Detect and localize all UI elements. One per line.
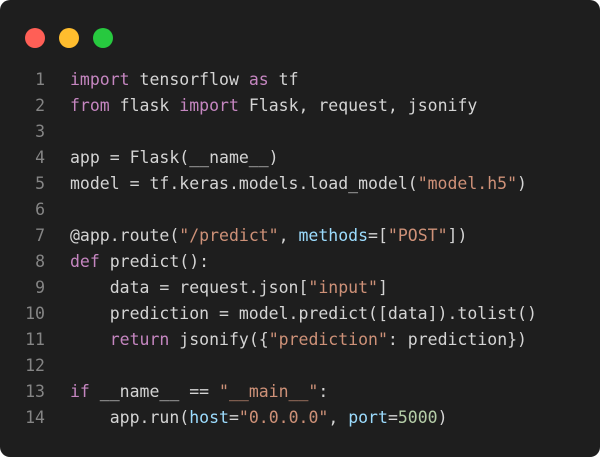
code-token: Flask, request, jsonify bbox=[238, 96, 478, 115]
code-token: 5000 bbox=[397, 408, 438, 427]
code-token bbox=[70, 330, 110, 349]
line-number: 13 bbox=[25, 382, 45, 401]
code-token: "prediction" bbox=[268, 330, 388, 349]
code-token: from bbox=[70, 96, 110, 115]
code-token: prediction = model.predict([data]).tolis… bbox=[70, 304, 537, 323]
minimize-window-icon[interactable] bbox=[59, 28, 79, 48]
code-token: jsonify({ bbox=[169, 330, 269, 349]
code-line: 14 app.run(host="0.0.0.0", port=5000) bbox=[0, 405, 600, 431]
line-number: 9 bbox=[35, 278, 45, 297]
close-window-icon[interactable] bbox=[25, 28, 45, 48]
code-token: "input" bbox=[308, 278, 378, 297]
code-token: import bbox=[179, 96, 239, 115]
line-number: 2 bbox=[35, 96, 45, 115]
code-line: 7 @app.route("/predict", methods=["POST"]… bbox=[0, 223, 600, 249]
code-token: predict(): bbox=[99, 252, 210, 271]
code-token: "model.h5" bbox=[417, 174, 518, 193]
code-text: app.run(host="0.0.0.0", port=5000) bbox=[70, 405, 448, 431]
code-text: prediction = model.predict([data]).tolis… bbox=[70, 301, 537, 327]
code-token: ]) bbox=[447, 226, 468, 245]
code-token: tensorflow bbox=[129, 70, 249, 89]
line-number: 11 bbox=[25, 330, 45, 349]
line-number: 14 bbox=[25, 408, 45, 427]
code-token: "POST" bbox=[387, 226, 448, 245]
code-token: __name__ == bbox=[89, 382, 220, 401]
code-text: model = tf.keras.models.load_model("mode… bbox=[70, 171, 527, 197]
code-token: app = Flask(__name__) bbox=[70, 148, 279, 167]
code-token: import bbox=[70, 70, 130, 89]
code-token: @app.route( bbox=[70, 226, 180, 245]
code-token: host bbox=[189, 408, 229, 427]
code-token: : bbox=[318, 382, 329, 401]
code-token: flask bbox=[109, 96, 180, 115]
line-number: 8 bbox=[35, 252, 45, 271]
line-number: 4 bbox=[35, 148, 45, 167]
code-text: def predict(): bbox=[70, 249, 209, 275]
line-number: 10 bbox=[25, 304, 45, 323]
line-number: 12 bbox=[25, 356, 45, 375]
code-token: = bbox=[228, 408, 239, 427]
maximize-window-icon[interactable] bbox=[93, 28, 113, 48]
code-token: : prediction}) bbox=[387, 330, 527, 349]
line-number: 1 bbox=[35, 70, 45, 89]
code-token: "__main__" bbox=[219, 382, 319, 401]
code-line: 13 if __name__ == "__main__": bbox=[0, 379, 600, 405]
window-titlebar bbox=[0, 0, 600, 70]
code-token: methods bbox=[298, 226, 369, 245]
code-token: as bbox=[248, 70, 269, 89]
code-line: 4 app = Flask(__name__) bbox=[0, 145, 600, 171]
code-token: app.run( bbox=[70, 408, 190, 427]
code-line: 5 model = tf.keras.models.load_model("mod… bbox=[0, 171, 600, 197]
code-token: data = request.json[ bbox=[70, 278, 309, 297]
code-text: import tensorflow as tf bbox=[70, 67, 299, 93]
code-line: 8 def predict(): bbox=[0, 249, 600, 275]
line-number: 3 bbox=[35, 122, 45, 141]
line-number: 6 bbox=[35, 200, 45, 219]
code-token: ) bbox=[437, 408, 448, 427]
code-text: app = Flask(__name__) bbox=[70, 145, 279, 171]
code-token: ] bbox=[377, 278, 388, 297]
code-text: data = request.json["input"] bbox=[70, 275, 388, 301]
code-token: =[ bbox=[368, 226, 388, 245]
code-token: , bbox=[278, 226, 299, 245]
code-line: 10 prediction = model.predict([data]).to… bbox=[0, 301, 600, 327]
code-token: "/predict" bbox=[179, 226, 279, 245]
code-token: ) bbox=[517, 174, 527, 193]
code-line: 3 bbox=[0, 119, 600, 145]
code-line: 1 import tensorflow as tf bbox=[0, 67, 600, 93]
code-text: @app.route("/predict", methods=["POST"]) bbox=[70, 223, 467, 249]
code-text: from flask import Flask, request, jsonif… bbox=[70, 93, 477, 119]
code-text: return jsonify({"prediction": prediction… bbox=[70, 327, 527, 353]
code-token: return bbox=[109, 330, 170, 349]
line-number: 7 bbox=[35, 226, 45, 245]
code-line: 11 return jsonify({"prediction": predict… bbox=[0, 327, 600, 353]
code-token: "0.0.0.0" bbox=[238, 408, 329, 427]
code-line: 12 bbox=[0, 353, 600, 379]
code-line: 2 from flask import Flask, request, jsoni… bbox=[0, 93, 600, 119]
code-token: if bbox=[70, 382, 90, 401]
line-number: 5 bbox=[35, 174, 45, 193]
code-line: 6 bbox=[0, 197, 600, 223]
code-token: model = tf.keras.models.load_model( bbox=[70, 174, 418, 193]
code-token: tf bbox=[268, 70, 299, 89]
code-token: , bbox=[328, 408, 349, 427]
code-editor: 1 import tensorflow as tf 2 from flask impo… bbox=[0, 67, 600, 431]
code-token: def bbox=[70, 252, 100, 271]
code-line: 9 data = request.json["input"] bbox=[0, 275, 600, 301]
code-token: = bbox=[387, 408, 398, 427]
code-text: if __name__ == "__main__": bbox=[70, 379, 328, 405]
code-token: port bbox=[348, 408, 388, 427]
